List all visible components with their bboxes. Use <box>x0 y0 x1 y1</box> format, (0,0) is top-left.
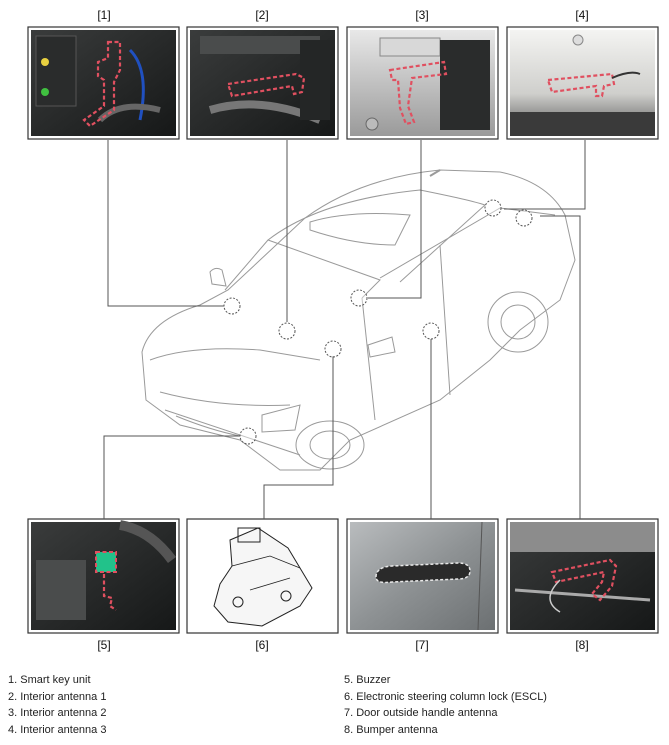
panel-label-4: [4] <box>575 8 589 22</box>
panel-label-8: [8] <box>575 638 589 652</box>
photo-interior-antenna-2 <box>346 26 499 140</box>
legend-item: 1. Smart key unit <box>8 674 91 686</box>
legend-item: 2. Interior antenna 1 <box>8 690 107 703</box>
legend-item: 5. Buzzer <box>344 674 391 686</box>
callout-circle-7 <box>422 322 440 340</box>
photo-bumper-antenna <box>506 518 659 634</box>
panel-label-1: [1] <box>97 8 111 22</box>
photo-buzzer <box>27 518 180 634</box>
panel-label-6: [6] <box>255 638 269 652</box>
legend-item: 7. Door outside handle antenna <box>344 707 498 720</box>
callout-circle-1 <box>223 297 241 315</box>
photo-door-outside-handle-antenna <box>346 518 499 634</box>
photo-interior-antenna-1 <box>186 26 339 140</box>
callout-circle-6 <box>324 340 342 358</box>
legend-item: 4. Interior antenna 3 <box>8 723 107 736</box>
legend-left: 1. Smart key unit 2. Interior antenna 1 … <box>8 672 106 738</box>
photo-interior-antenna-3 <box>506 26 659 140</box>
panel-label-5: [5] <box>97 638 111 652</box>
legend-item: 3. Interior antenna 2 <box>8 707 107 720</box>
callout-circle-4 <box>484 199 502 217</box>
legend-item: 8. Bumper antenna <box>344 723 438 736</box>
callout-circle-2 <box>278 322 296 340</box>
panel-label-7: [7] <box>415 638 429 652</box>
leader-lines <box>103 140 586 519</box>
panel-label-3: [3] <box>415 8 429 22</box>
panel-label-2: [2] <box>255 8 269 22</box>
callout-circle-3 <box>350 289 368 307</box>
drawing-escl <box>186 518 339 634</box>
callout-circle-8 <box>515 209 533 227</box>
car-line-drawing <box>141 169 576 471</box>
callout-circle-5 <box>239 427 257 445</box>
photo-smart-key-unit <box>27 26 180 140</box>
legend-right: 5. Buzzer 6. Electronic steering column … <box>344 672 547 738</box>
legend-item: 6. Electronic steering column lock (ESCL… <box>344 690 547 703</box>
